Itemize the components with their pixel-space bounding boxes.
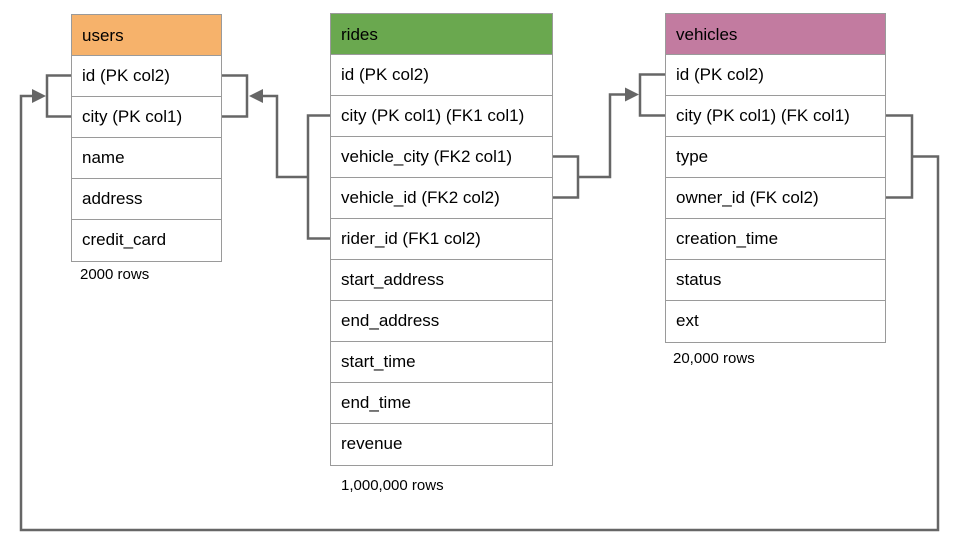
table-rides-row-city: city (PK col1) (FK1 col1) (331, 96, 552, 137)
table-vehicles: vehicles id (PK col2) city (PK col1) (FK… (665, 13, 886, 343)
table-rides-header: rides (331, 14, 552, 55)
users-right-bracket (222, 74, 249, 118)
table-vehicles-row-ext: ext (666, 301, 885, 342)
users-row-count: 2000 rows (80, 266, 150, 283)
table-rides-row-vehicle-id: vehicle_id (FK2 col2) (331, 178, 552, 219)
table-rides-row-vehicle-city: vehicle_city (FK2 col1) (331, 137, 552, 178)
table-vehicles-header: vehicles (666, 14, 885, 55)
rides-right-bracket (553, 155, 580, 199)
vehicles-right-bracket (886, 114, 914, 199)
table-users-row-name: name (72, 138, 221, 179)
vehicles-row-count: 20,000 rows (673, 350, 755, 367)
fk1-connector-line (262, 94, 308, 179)
table-users: users id (PK col2) city (PK col1) name a… (71, 14, 222, 262)
rides-row-count: 1,000,000 rows (341, 477, 444, 494)
table-rides-row-start-address: start_address (331, 260, 552, 301)
table-rides-row-start-time: start_time (331, 342, 552, 383)
table-vehicles-row-type: type (666, 137, 885, 178)
table-users-row-address: address (72, 179, 221, 220)
table-rides-row-id: id (PK col2) (331, 55, 552, 96)
table-rides-row-end-address: end_address (331, 301, 552, 342)
table-rides-row-rider-id: rider_id (FK1 col2) (331, 219, 552, 260)
fk-loop-connector-line (19, 94, 940, 532)
table-vehicles-row-creation-time: creation_time (666, 219, 885, 260)
rides-left-bracket (306, 114, 330, 240)
fk-vehicles-to-users (19, 74, 940, 532)
fk2-connector-line (578, 93, 626, 179)
arrowhead-right (625, 87, 639, 102)
table-vehicles-row-status: status (666, 260, 885, 301)
vehicles-left-bracket (638, 73, 665, 117)
table-users-row-id: id (PK col2) (72, 56, 221, 97)
fk-rides-to-vehicles (553, 73, 665, 199)
table-rides-row-end-time: end_time (331, 383, 552, 424)
table-users-header: users (72, 15, 221, 56)
arrowhead-right (32, 89, 46, 103)
arrowhead-left (249, 89, 263, 103)
table-users-row-credit-card: credit_card (72, 220, 221, 261)
table-vehicles-row-id: id (PK col2) (666, 55, 885, 96)
table-rides-row-revenue: revenue (331, 424, 552, 465)
fk-rides-to-users (222, 74, 330, 240)
table-rides: rides id (PK col2) city (PK col1) (FK1 c… (330, 13, 553, 466)
table-vehicles-row-owner-id: owner_id (FK col2) (666, 178, 885, 219)
users-left-bracket (45, 74, 71, 118)
table-users-row-city: city (PK col1) (72, 97, 221, 138)
table-vehicles-row-city: city (PK col1) (FK col1) (666, 96, 885, 137)
